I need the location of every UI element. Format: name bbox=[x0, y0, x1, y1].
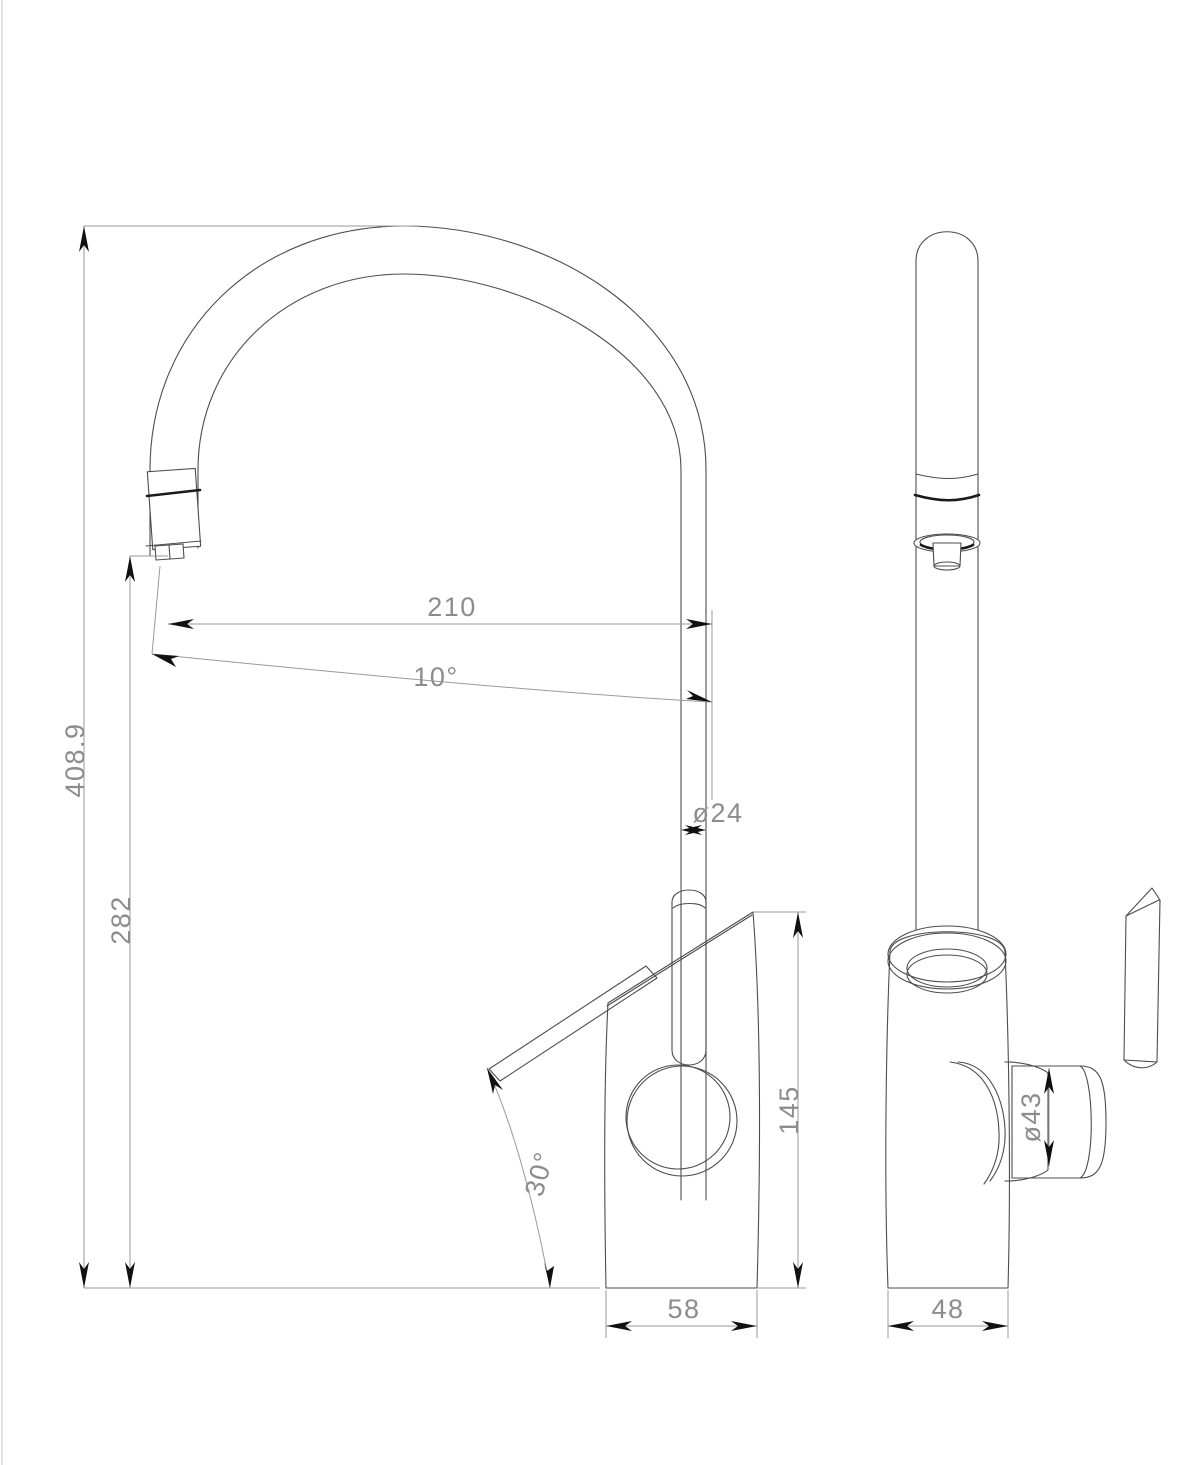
tube-diameter-arrow-left bbox=[681, 825, 702, 835]
aerator-nozzle-base bbox=[933, 561, 961, 571]
side-elevation-view bbox=[885, 231, 1161, 1289]
spout-reach-arrow-left bbox=[168, 619, 194, 629]
side-cartridge-housing bbox=[949, 1061, 1107, 1185]
aerator-seam-line bbox=[145, 488, 202, 498]
overall-height-arrow-top bbox=[79, 226, 89, 252]
side-body-outline bbox=[885, 931, 1010, 1289]
collar-ellipse-outer bbox=[887, 925, 1007, 983]
dimension-handle-angle: 30° bbox=[486, 1067, 560, 1289]
overall-height-arrow-bottom bbox=[79, 1262, 89, 1288]
dimension-body-diameter: ø43 bbox=[1016, 1068, 1054, 1166]
dimension-value-spout-reach: 210 bbox=[427, 592, 477, 622]
aerator-nozzle-split bbox=[168, 544, 171, 560]
handle-lever-stem bbox=[671, 889, 707, 1066]
spout-reach-ext-left bbox=[151, 565, 161, 655]
side-spout-outline bbox=[915, 231, 979, 571]
cartridge-body bbox=[1011, 1065, 1107, 1179]
dimension-value-handle-angle: 30° bbox=[519, 1148, 560, 1200]
base-width-side-arrow-right bbox=[982, 1321, 1008, 1331]
handle-height-arrow-bottom bbox=[793, 1262, 803, 1288]
dimension-base-width-side: 48 bbox=[887, 1290, 1009, 1338]
dimension-tube-diameter: ø24 bbox=[681, 798, 743, 835]
spout-tip-aerator bbox=[145, 467, 202, 561]
handle-lever-plate bbox=[488, 965, 658, 1082]
body-diameter-arrow-top bbox=[1044, 1068, 1054, 1094]
side-swivel-collar bbox=[885, 925, 1010, 1289]
body-top-bevel bbox=[607, 911, 754, 1004]
side-aerator bbox=[913, 533, 981, 571]
side-spout-tube bbox=[913, 231, 981, 571]
cartridge-shoulder-curve bbox=[957, 1061, 1006, 1182]
front-elevation-view bbox=[145, 225, 761, 1289]
cartridge-end-ellipse bbox=[1079, 1065, 1092, 1179]
side-spout-band-top bbox=[915, 473, 979, 480]
side-lever-outline bbox=[1123, 887, 1161, 1063]
dimension-value-base-width-front: 58 bbox=[667, 1294, 700, 1324]
side-spout-band-seam bbox=[913, 493, 981, 502]
spout-inner-profile bbox=[197, 273, 682, 1201]
spout-height-arrow-top bbox=[125, 556, 135, 582]
dimension-overall-height: 408.9 bbox=[60, 225, 600, 1289]
spout-outer-profile bbox=[149, 225, 707, 1201]
faucet-body bbox=[604, 911, 761, 1289]
side-handle-lever bbox=[1123, 887, 1161, 1069]
spout-height-arrow-bottom bbox=[125, 1262, 135, 1288]
base-width-side-arrow-left bbox=[888, 1321, 914, 1331]
cartridge-shoulder-curve-2 bbox=[949, 1061, 1000, 1185]
lever-stem-outline bbox=[671, 889, 707, 1066]
dimension-value-handle-height: 145 bbox=[774, 1085, 804, 1135]
pivot-ring-inner bbox=[625, 1064, 731, 1170]
dimension-value-tube-diameter: ø24 bbox=[692, 798, 743, 828]
dimension-spout-height: 282 bbox=[106, 555, 168, 1288]
aerator-bottom-edge bbox=[145, 540, 202, 547]
body-left-profile bbox=[604, 1002, 609, 1289]
side-lever-foot bbox=[1123, 1059, 1158, 1069]
side-lever-bevel bbox=[1125, 899, 1160, 917]
pivot-ring-outer bbox=[626, 1065, 738, 1177]
handle-angle-arrow-bottom bbox=[544, 1262, 554, 1288]
aerator-barrel bbox=[146, 467, 202, 551]
body-diameter-arrow-bottom bbox=[1044, 1140, 1054, 1166]
handle-height-arrow-top bbox=[793, 912, 803, 938]
lever-stem-cap bbox=[672, 902, 706, 909]
spout-gooseneck bbox=[149, 225, 707, 1201]
spout-reach-arrow-right bbox=[686, 619, 712, 629]
base-width-front-arrow-right bbox=[731, 1321, 757, 1331]
dimension-base-width-front: 58 bbox=[605, 1290, 758, 1338]
body-right-profile bbox=[752, 911, 761, 1289]
collar-ellipse-inner-shadow bbox=[906, 954, 988, 994]
dimension-value-spout-angle: 10° bbox=[413, 662, 458, 692]
dimension-value-spout-height: 282 bbox=[106, 895, 136, 945]
collar-ellipse-outer-shadow bbox=[887, 932, 1007, 990]
body-top-bevel-inner bbox=[606, 914, 753, 1007]
handle-angle-arrow-top bbox=[487, 1068, 503, 1094]
dimension-value-base-width-side: 48 bbox=[931, 1294, 964, 1324]
lever-plate-outline bbox=[488, 965, 658, 1082]
dimension-value-overall-height: 408.9 bbox=[60, 722, 90, 797]
dimension-spout-reach: 210 bbox=[151, 565, 713, 800]
dimension-layer: 408.9 282 210 10° bbox=[60, 225, 1054, 1338]
collar-ellipse-inner bbox=[906, 948, 988, 988]
base-width-front-arrow-left bbox=[606, 1321, 632, 1331]
spout-angle-arrow-right bbox=[686, 690, 712, 702]
side-spout-column bbox=[915, 569, 979, 931]
handle-angle-dim-arc bbox=[486, 1067, 551, 1289]
spout-angle-arrow-left bbox=[152, 654, 179, 667]
dimension-value-body-diameter: ø43 bbox=[1016, 1091, 1046, 1142]
tube-diameter-arrow-right bbox=[685, 825, 706, 835]
dimension-handle-height: 145 bbox=[753, 911, 806, 1289]
dimension-spout-angle: 10° bbox=[151, 653, 713, 703]
handle-pivot-ring bbox=[625, 1064, 738, 1177]
spout-angle-dim-arc bbox=[151, 653, 713, 703]
